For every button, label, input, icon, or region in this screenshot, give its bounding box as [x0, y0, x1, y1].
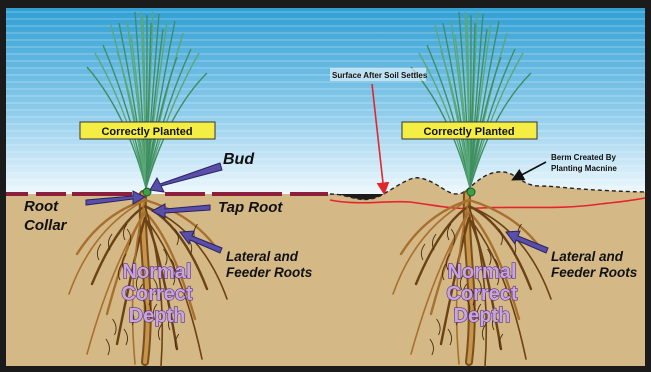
root-collar-label-1: Root — [24, 198, 59, 215]
bud-label: Bud — [223, 151, 255, 168]
depth-left-3: Depth — [129, 305, 186, 327]
surface-line-left — [6, 192, 328, 196]
depth-left-2: Correct — [121, 283, 192, 305]
depth-right-1: Normal — [448, 261, 517, 283]
berm-label-2: Planting Macnine — [551, 164, 617, 173]
root-collar-bud-right — [467, 188, 475, 196]
sign-right: Correctly Planted — [402, 122, 537, 139]
depth-right-2: Correct — [446, 283, 517, 305]
root-collar-label-2: Collar — [24, 217, 68, 234]
sign-left: Correctly Planted — [80, 122, 215, 139]
sign-right-text: Correctly Planted — [423, 126, 514, 138]
lateral-label-right-1: Lateral and — [551, 249, 624, 264]
surface-label: Surface After Soil Settles — [332, 71, 428, 80]
berm-label-1: Berm Created By — [551, 153, 616, 162]
lateral-label-left-1: Lateral and — [226, 249, 299, 264]
depth-left-1: Normal — [123, 261, 192, 283]
lateral-label-left-2: Feeder Roots — [226, 265, 313, 280]
depth-right-3: Depth — [454, 305, 511, 327]
sign-left-text: Correctly Planted — [101, 126, 192, 138]
tap-root-label: Tap Root — [218, 199, 283, 216]
root-collar-bud-left — [143, 188, 151, 196]
lateral-label-right-2: Feeder Roots — [551, 265, 638, 280]
